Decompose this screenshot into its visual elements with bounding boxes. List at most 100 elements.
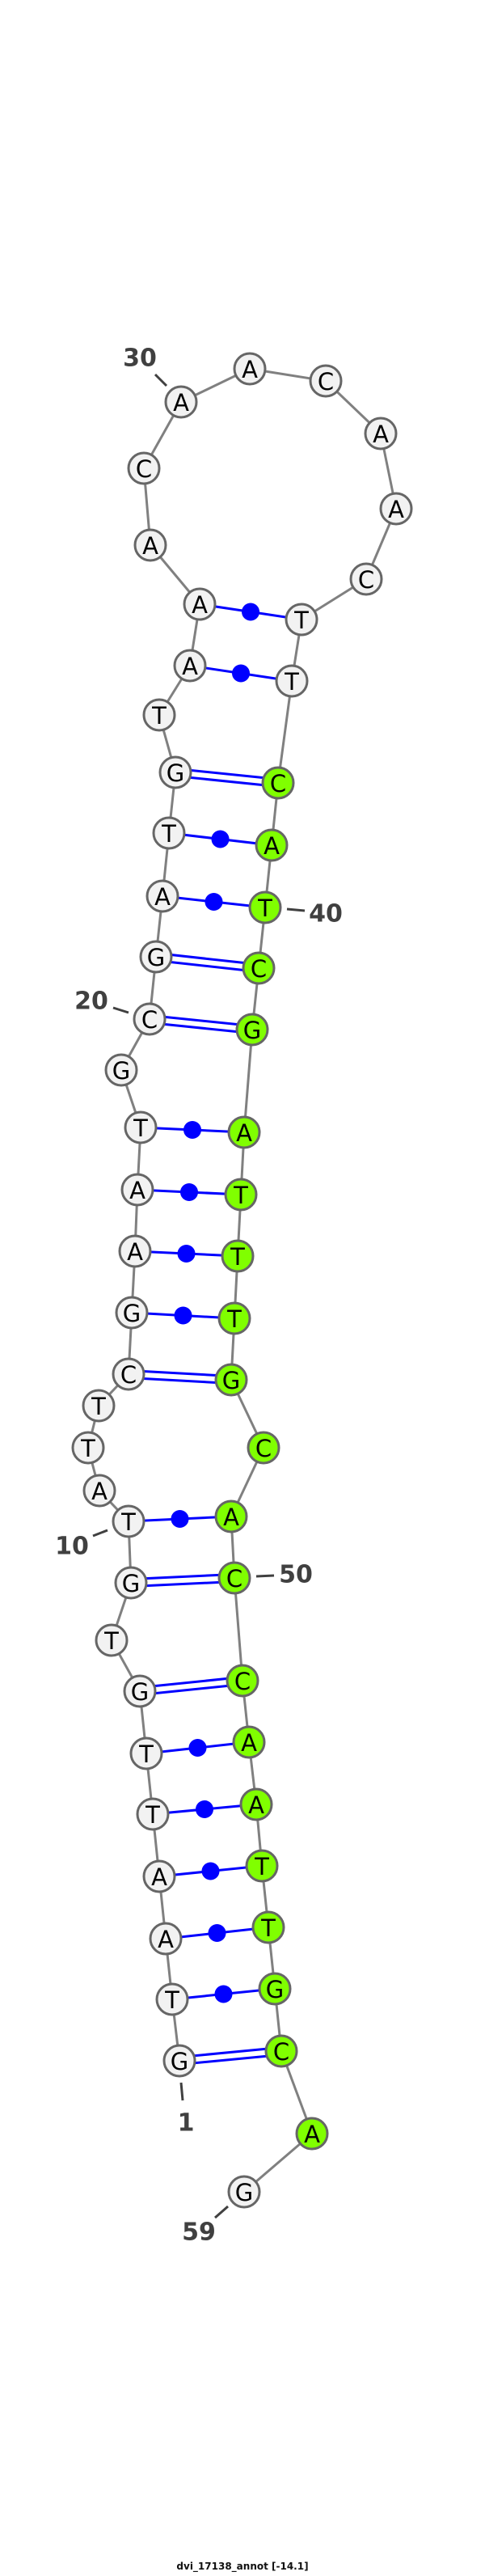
nucleotide-circle [133,1002,167,1036]
nucleotide-letter: T [120,1508,136,1536]
nucleotide-letter: T [133,1115,148,1142]
nucleotide-circle [264,2034,298,2068]
nucleotide-circle [142,1859,176,1893]
nucleotide-circle [379,492,413,526]
nucleotide-circle [71,1431,105,1465]
nucleotide-31: A [233,352,267,386]
nucleotide-circle [364,417,398,450]
nucleotide-circle [82,1389,116,1423]
nucleotide-35: C [349,562,383,596]
nucleotide-25: T [142,698,176,732]
nucleotide-circle [232,1725,266,1759]
backbone-link [276,680,293,784]
nucleotide-letter: G [112,1057,130,1085]
nucleotide-circle [158,755,192,789]
nucleotide-47: G [214,1363,248,1397]
nucleotide-letter: A [192,591,208,619]
position-tick [286,907,306,912]
nucleotide-circle [152,816,186,850]
gc-pair-line [179,2053,282,2066]
nucleotide-33: A [364,417,398,450]
position-label-50: 50 [279,1561,313,1589]
nucleotide-letter: C [273,2038,289,2066]
gc-pair-line [155,958,259,973]
position-tick [154,373,168,387]
nucleotide-circle [217,1561,251,1595]
nucleotide-9: G [114,1566,148,1600]
nucleotide-44: T [224,1178,258,1212]
nucleotide-circle [82,1474,116,1508]
nucleotide-letter: C [226,1565,242,1593]
nucleotide-circle [118,1234,152,1268]
nucleotide-circle [214,1499,248,1533]
nucleotide-4: A [142,1859,176,1893]
base-pair-dot [242,603,259,621]
nucleotide-letter: A [248,1791,264,1819]
nucleotide-letter: A [264,832,280,860]
nucleotide-letter: T [230,1243,245,1271]
nucleotide-circle [239,1787,273,1821]
position-tick [179,2082,184,2101]
nucleotide-48: C [247,1431,280,1465]
nucleotide-circle [124,1110,158,1144]
base-pair-dot [174,1306,192,1325]
nucleotide-letter: T [293,607,309,634]
nucleotide-letter: G [122,1570,140,1597]
nucleotide-circle [245,1849,279,1883]
nucleotide-circle [173,649,207,683]
nucleotide-circle [261,766,295,800]
nucleotide-circle [162,2044,196,2078]
nucleotide-letter: A [223,1504,239,1531]
nucleotide-circle [255,828,289,862]
nucleotide-52: A [232,1725,266,1759]
position-tick [112,1006,129,1014]
nucleotide-circle [127,451,161,485]
gc-pair-line [129,1369,232,1378]
nucleotide-letter: T [254,1853,269,1880]
gc-pair-line [150,1014,253,1028]
base-pair-dot [188,1739,207,1757]
nucleotide-1: G [162,2044,196,2078]
nucleotide-49: A [214,1499,248,1533]
nucleotide-letter: C [318,368,334,395]
base-pair-dot [208,1924,226,1942]
nucleotide-7: G [123,1674,157,1708]
gc-pair-line [131,1580,235,1588]
base-pairs [128,603,302,2066]
nucleotide-letter: C [136,455,152,483]
nucleotide-letter: A [182,653,198,680]
nucleotide-circle [120,1173,154,1207]
backbone-link [233,1577,244,1681]
nucleotide-circle [136,1797,170,1831]
nucleotide-letter: A [304,2121,320,2148]
nucleotide-57: C [264,2034,298,2068]
base-pair-dot [183,1121,201,1139]
position-tick [214,2205,229,2219]
nucleotide-letter: G [171,2048,188,2075]
nucleotide-circle [226,1664,259,1698]
nucleotide-letter: T [226,1305,242,1333]
position-label-1: 1 [178,2109,195,2138]
nucleotide-letter: A [373,421,389,448]
nucleotide-circle [114,1566,148,1600]
nucleotide-34: A [379,492,413,526]
position-tick [92,1529,108,1538]
nucleotide-letter: A [91,1478,108,1505]
nucleotide-30: A [164,385,198,419]
position-label-20: 20 [74,988,108,1016]
nucleotide-28: A [133,528,167,562]
nucleotide-12: T [71,1431,105,1465]
nucleotide-32: C [309,364,343,398]
nucleotide-6: T [129,1736,163,1770]
nucleotide-circle [123,1674,157,1708]
nucleotide-letter: T [161,820,176,848]
position-label-59: 59 [182,2219,216,2247]
nucleotide-letter: G [123,1300,141,1327]
nucleotide-circle [214,1363,248,1397]
backbone-link [242,1029,254,1133]
nucleotide-36: T [285,603,318,637]
nucleotide-55: T [251,1910,285,1944]
gc-pair-line [179,2046,281,2059]
nucleotide-circle [309,364,343,398]
